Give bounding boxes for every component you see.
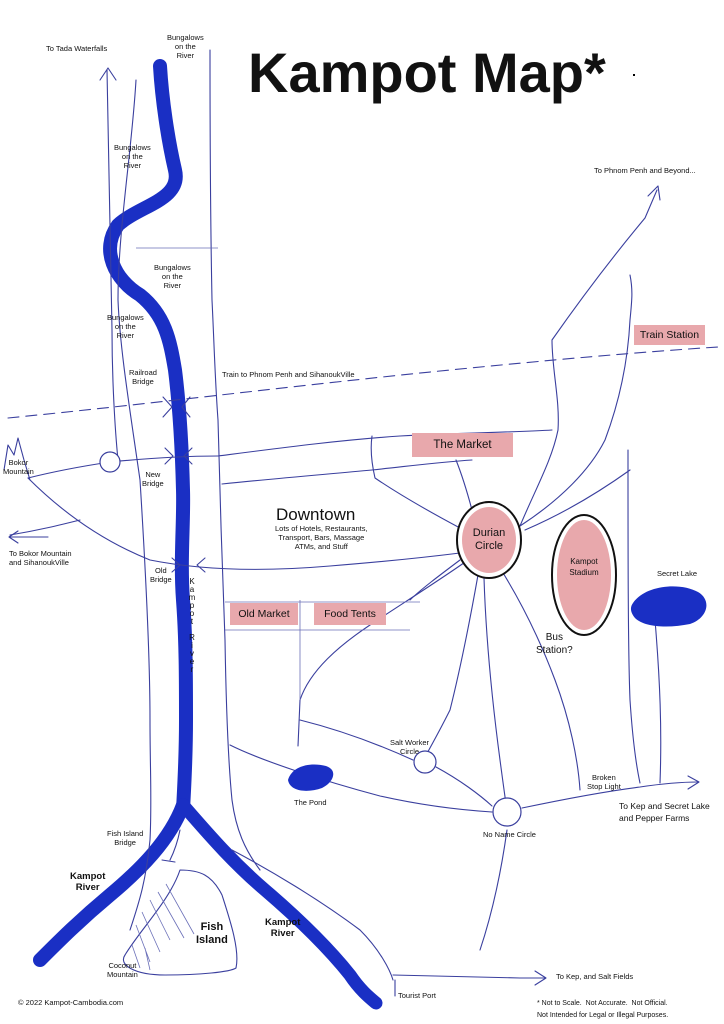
road-secret-lake: [654, 619, 662, 784]
label-bokor-mountain: Bokor Mountain: [3, 458, 34, 476]
road-durian-to-busstation: [499, 567, 581, 791]
no-name-circle-shape: [492, 797, 522, 827]
the-pond-shape: [288, 764, 334, 791]
kampot-river-right-branch: [176, 798, 383, 1010]
label-fish-island-bridge: Fish Island Bridge: [107, 829, 144, 847]
label-bungalows-top: Bungalows on the River: [167, 33, 204, 60]
arrow-head-kep-salt: [534, 970, 547, 986]
road-durian-to-station: [519, 274, 633, 527]
road-no-name-south: [479, 829, 508, 951]
kampot-river-left-branch: [33, 798, 190, 967]
label-downtown: Downtown: [276, 505, 356, 524]
arrow-head-kep-east: [687, 775, 700, 790]
label-old-bridge: Old Bridge: [150, 566, 172, 584]
road-fish-island-bridge: [161, 829, 181, 863]
label-to-kep-salt-fields: To Kep, and Salt Fields: [556, 972, 634, 981]
salt-worker-circle-shape: [413, 750, 437, 774]
page-title: Kampot Map*: [248, 41, 606, 104]
stadium-fill: [557, 520, 611, 630]
road-durian-to-noname: [483, 577, 508, 811]
label-salt-worker-circle: Salt Worker Circle: [390, 738, 430, 756]
label-bungalows-left-2: Bungalows on the River: [107, 313, 144, 340]
road-station-to-east: [627, 449, 641, 784]
new-bridge-mark: [164, 447, 193, 465]
road-food-tents: [409, 559, 461, 601]
road-market-east: [455, 459, 473, 511]
label-bus-station: Bus Station?: [536, 632, 573, 656]
label-to-phnom-penh: To Phnom Penh and Beyond...: [594, 166, 696, 175]
road-tada: [106, 69, 119, 461]
road-durian-east: [524, 469, 631, 531]
label-durian-circle: Durian Circle: [472, 527, 506, 552]
label-fish-island: Fish Island: [196, 921, 228, 946]
label-to-bokor-sihanoukville: To Bokor Mountain and SihanoukVille: [9, 549, 72, 567]
label-kampot-river-right: Kampot River: [265, 917, 301, 939]
label-bungalows-left-1: Bungalows on the River: [114, 143, 151, 170]
railroad-bridge-mark: [162, 396, 191, 418]
title-dot: [633, 74, 635, 76]
old-bridge-mark: [171, 557, 206, 573]
label-bungalows-mid: Bungalows on the River: [154, 263, 191, 290]
road-downtown-north: [217, 429, 553, 457]
road-durian-to-pond: [297, 559, 469, 747]
label-new-bridge: New Bridge: [142, 470, 164, 488]
label-the-market: The Market: [412, 433, 513, 457]
copyright-text: © 2022 Kampot-Cambodia.com: [18, 998, 124, 1007]
label-tada-waterfalls: To Tada Waterfalls: [46, 44, 108, 53]
label-old-market: Old Market: [230, 603, 298, 625]
fish-island-outline: [122, 869, 238, 976]
fish-island-hatching: [131, 883, 195, 971]
label-broken-stop-light: Broken Stop Light: [587, 773, 621, 791]
road-to-kep-east: [521, 781, 699, 809]
road-market-west: [370, 435, 461, 529]
road-to-sihanoukville: [9, 477, 461, 570]
label-train-station: Train Station: [634, 325, 705, 345]
disclaimer-text: * Not to Scale. Not Accurate. Not Offici…: [537, 1000, 669, 1019]
secret-lake-shape: [630, 586, 707, 627]
durian-circle-fill: [462, 507, 516, 573]
label-kampot-stadium: Kampot Stadium: [569, 557, 599, 577]
road-to-kep-salt: [392, 974, 546, 979]
label-train-line: Train to Phnom Penh and SihanoukVille: [222, 370, 355, 379]
label-downtown-desc: Lots of Hotels, Restaurants, Transport, …: [275, 524, 368, 551]
arrow-head-phnom-penh: [647, 185, 661, 201]
label-the-pond: The Pond: [294, 798, 327, 807]
road-durian-to-salt: [424, 574, 479, 758]
label-railroad-bridge: Railroad Bridge: [129, 368, 157, 386]
road-pond-to-salt: [299, 719, 414, 761]
mountain-bokor: [3, 437, 31, 481]
arrow-head-tada: [99, 67, 117, 81]
road-pond-south: [229, 744, 493, 813]
circle-west: [99, 451, 121, 473]
road-to-tourist-port: [231, 849, 394, 981]
label-kampot-river-left: Kampot River: [70, 871, 106, 893]
label-tourist-port: Tourist Port: [398, 991, 436, 1000]
road-salt-to-noname: [435, 766, 493, 807]
label-secret-lake: Secret Lake: [657, 569, 698, 578]
label-to-kep-secret-lake: To Kep and Secret Lake and Pepper Farms: [619, 801, 710, 823]
road-east-bank: [209, 49, 261, 871]
road-to-phnom-penh: [519, 189, 658, 527]
railroad-line: [7, 346, 719, 419]
road-downtown-mid: [221, 459, 473, 485]
label-food-tents: Food Tents: [314, 603, 386, 625]
arrow-head-bokor: [8, 530, 19, 544]
road-west-bank: [117, 79, 152, 931]
label-no-name-circle: No Name Circle: [483, 830, 536, 839]
kampot-river: [103, 59, 193, 817]
label-coconut-mountain: Coconut Mountain: [107, 961, 138, 979]
